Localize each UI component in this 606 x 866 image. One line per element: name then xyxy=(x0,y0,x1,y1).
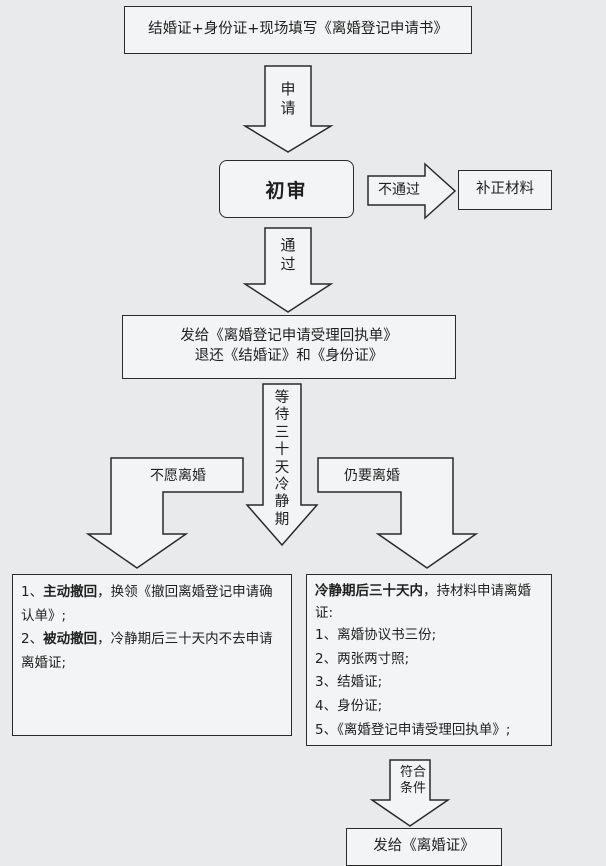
withdraw-list: 1、主动撤回，换领《撤回离婚登记申请确认单》;2、被动撤回，冷静期后三十天内不去… xyxy=(21,581,283,676)
step-supplement-box: 补正材料 xyxy=(458,170,552,210)
step-final-box: 发给《离婚证》 xyxy=(346,828,502,866)
arrow-apply-shape xyxy=(242,65,334,153)
apply-cert-intro-rest: ，持材料申请离婚证: xyxy=(315,583,531,621)
step-issue-receipt-box: 发给《离婚登记申请受理回执单》 退还《结婚证》和《身份证》 xyxy=(122,315,456,379)
arrow-still-shape xyxy=(317,457,479,569)
step-review-box: 初审 xyxy=(219,160,354,218)
step-submit-box: 结婚证+身份证+现场填写《离婚登记申请书》 xyxy=(124,6,472,54)
arrow-apply-label: 申请 xyxy=(280,80,296,117)
withdraw-item: 2、被动撤回，冷静期后三十天内不去申请离婚证; xyxy=(21,628,283,675)
withdraw-item-detail: ，冷静期后三十天内不去申请离婚证; xyxy=(21,631,273,671)
arrow-still-label: 仍要离婚 xyxy=(344,468,400,484)
arrow-unwilling-label: 不愿离婚 xyxy=(150,468,206,484)
arrow-pass-shape xyxy=(242,227,334,313)
apply-cert-item: 4、身份证; xyxy=(315,698,383,715)
arrow-fail-shape xyxy=(367,162,457,220)
step-review-text: 初审 xyxy=(265,179,308,202)
step-final-text: 发给《离婚证》 xyxy=(373,838,475,855)
withdraw-item-title: 被动撤回 xyxy=(43,631,98,648)
apply-cert-item: 1、离婚协议书三份; xyxy=(315,627,437,644)
arrow-wait-label: 等待三十天冷静期 xyxy=(274,390,290,528)
box-apply-cert: 冷静期后三十天内，持材料申请离婚证: 1、离婚协议书三份; 2、两张两寸照; 3、结… xyxy=(306,574,552,746)
apply-cert-list: 1、离婚协议书三份; 2、两张两寸照; 3、结婚证; 4、身份证; 5、《离婚登记申请受… xyxy=(315,624,543,742)
withdraw-item-detail: ，换领《撤回离婚登记申请确认单》; xyxy=(21,584,273,624)
withdraw-item-title: 主动撤回 xyxy=(43,584,98,600)
arrow-wait-shape xyxy=(245,383,319,547)
withdraw-item: 1、主动撤回，换领《撤回离婚登记申请确认单》; xyxy=(21,581,283,628)
apply-cert-item: 5、《离婚登记申请受理回执单》; xyxy=(315,721,511,738)
step-supplement-text: 补正材料 xyxy=(476,181,534,198)
step-submit-text: 结婚证+身份证+现场填写《离婚登记申请书》 xyxy=(148,21,448,38)
withdraw-item-number: 2、 xyxy=(21,631,44,648)
arrow-pass-label: 通过 xyxy=(280,236,296,273)
withdraw-item-number: 1、 xyxy=(21,584,44,600)
apply-cert-item: 2、两张两寸照; xyxy=(315,650,410,667)
arrow-qualified-label: 符合条件 xyxy=(399,765,426,797)
box-withdraw: 1、主动撤回，换领《撤回离婚登记申请确认单》;2、被动撤回，冷静期后三十天内不去… xyxy=(12,574,292,736)
apply-cert-intro-bold: 冷静期后三十天内 xyxy=(315,583,423,599)
step-issue-receipt-line2: 退还《结婚证》和《身份证》 xyxy=(194,348,384,364)
arrow-unwilling-shape xyxy=(85,457,244,569)
step-issue-receipt-line1: 发给《离婚登记申请受理回执单》 xyxy=(180,328,398,345)
arrow-fail-label: 不通过 xyxy=(378,182,420,198)
arrow-qualified-shape xyxy=(369,759,451,827)
apply-cert-intro: 冷静期后三十天内，持材料申请离婚证: xyxy=(315,581,543,624)
apply-cert-item: 3、结婚证; xyxy=(315,674,383,691)
